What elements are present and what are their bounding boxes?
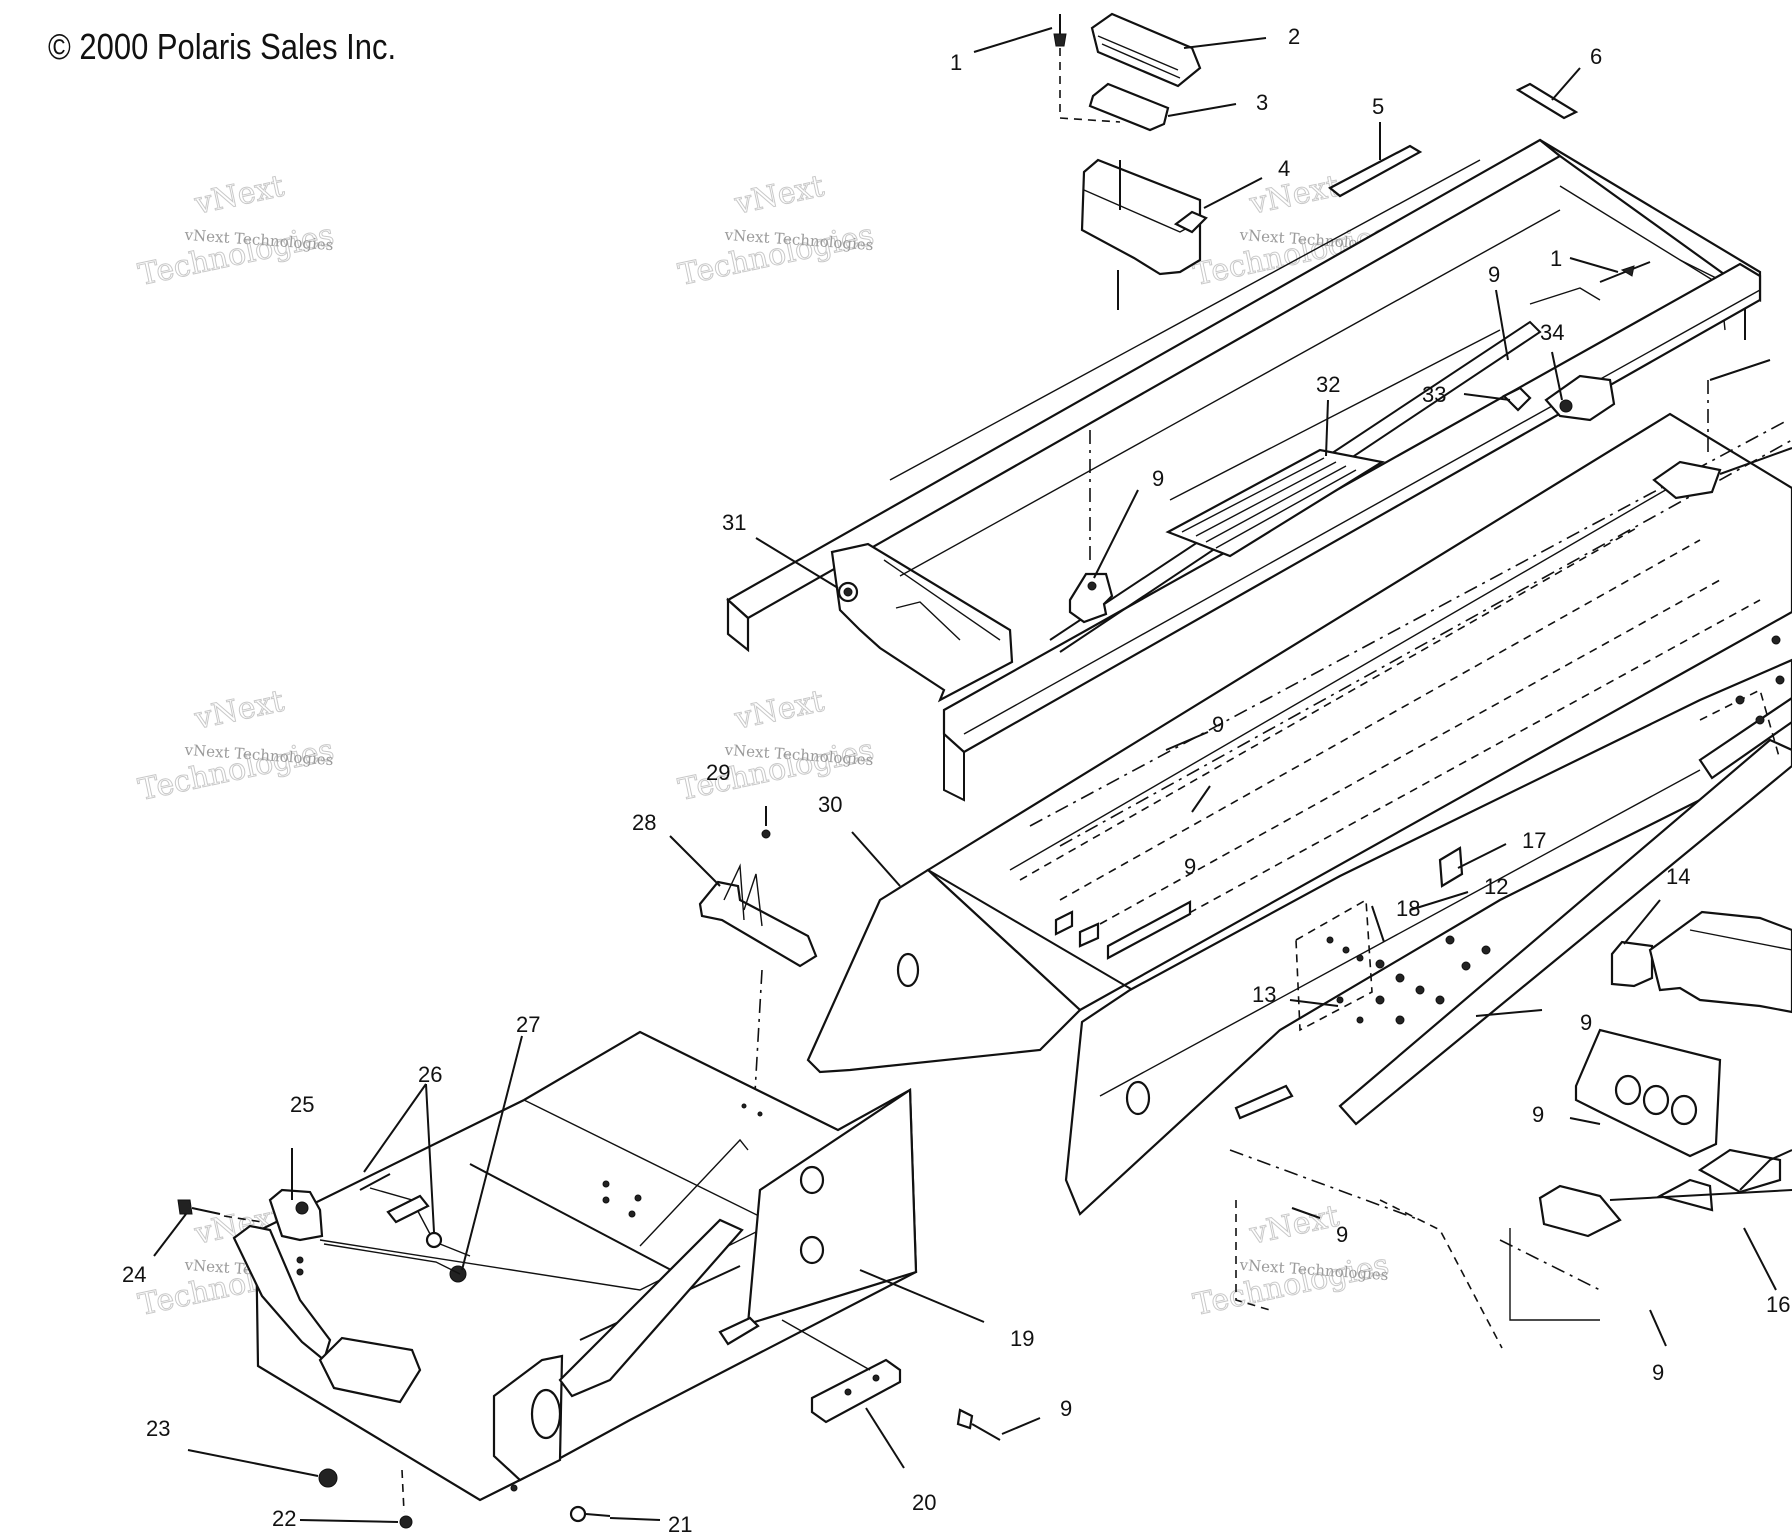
callout-26: 26 [418, 1062, 442, 1087]
copyright-notice: © 2000 Polaris Sales Inc. [48, 26, 397, 67]
svg-text:vNext: vNext [1246, 169, 1342, 222]
callout-22: 22 [272, 1506, 296, 1531]
svg-text:vNext: vNext [191, 684, 287, 737]
callout-4: 4 [1278, 156, 1290, 181]
watermark: vNext Technologies vNext Technologies [675, 683, 877, 808]
callout-9: 9 [1580, 1010, 1592, 1035]
callout-34: 34 [1540, 320, 1564, 345]
watermark: vNext Technologies vNext Technologies [675, 168, 877, 293]
callout-13: 13 [1252, 982, 1276, 1007]
callout-19: 19 [1010, 1326, 1034, 1351]
callout-21: 21 [668, 1512, 692, 1536]
watermark: vNext Technologies vNext Technologies [135, 683, 337, 808]
svg-text:vNext: vNext [191, 169, 287, 222]
svg-text:vNext: vNext [1246, 1199, 1342, 1252]
svg-text:vNext: vNext [731, 684, 827, 737]
callout-20: 20 [912, 1490, 936, 1515]
callout-29: 29 [706, 760, 730, 785]
callout-30: 30 [818, 792, 842, 817]
upper-frame-rail [726, 138, 1762, 802]
callout-33: 33 [1422, 382, 1446, 407]
watermark: vNext Technologies vNext Technologies [135, 168, 337, 293]
callout-25: 25 [290, 1092, 314, 1117]
callout-6: 6 [1590, 44, 1602, 69]
callout-1: 1 [1550, 246, 1562, 271]
callout-2: 2 [1288, 24, 1300, 49]
svg-text:vNext: vNext [731, 169, 827, 222]
callout-24: 24 [122, 1262, 146, 1287]
top-parts [1053, 12, 1579, 310]
watermark: vNext Technologies vNext Technologies [1190, 1198, 1392, 1323]
callout-27: 27 [516, 1012, 540, 1037]
callout-9: 9 [1152, 466, 1164, 491]
callout-32: 32 [1316, 372, 1340, 397]
callout-18: 18 [1396, 896, 1420, 921]
leader-lines [153, 27, 1777, 1523]
callout-14: 14 [1666, 864, 1690, 889]
tunnel-body [806, 359, 1792, 1216]
callout-23: 23 [146, 1416, 170, 1441]
callout-16: 16 [1766, 1292, 1790, 1317]
callout-5: 5 [1372, 94, 1384, 119]
callout-28: 28 [632, 810, 656, 835]
right-components [1229, 910, 1792, 1349]
front-assembly [177, 806, 1001, 1529]
callout-31: 31 [722, 510, 746, 535]
callout-9: 9 [1212, 712, 1224, 737]
callout-9: 9 [1060, 1396, 1072, 1421]
plate-holes [1326, 935, 1491, 1025]
watermark: vNext Technologies vNext Technologies [1190, 168, 1392, 293]
callout-17: 17 [1522, 828, 1546, 853]
callout-9: 9 [1652, 1360, 1664, 1385]
callout-1: 1 [950, 50, 962, 75]
callout-9: 9 [1488, 262, 1500, 287]
callout-9: 9 [1532, 1102, 1544, 1127]
callout-12: 12 [1484, 874, 1508, 899]
callout-labels: 1 2 3 4 5 6 1 9 34 33 32 9 31 9 29 28 30… [122, 24, 1790, 1536]
callout-3: 3 [1256, 90, 1268, 115]
callout-9: 9 [1336, 1222, 1348, 1247]
callout-9: 9 [1184, 854, 1196, 879]
